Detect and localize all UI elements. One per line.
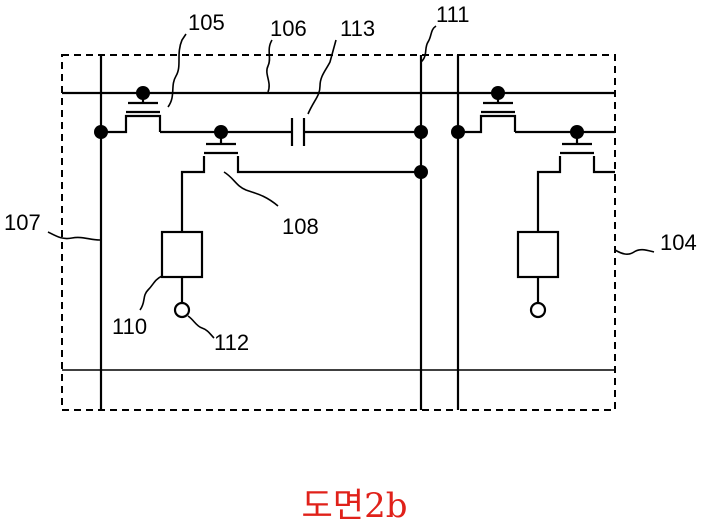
node-capacitor-power bbox=[414, 125, 428, 139]
label-104: 104 bbox=[660, 230, 697, 255]
node-source-right bbox=[451, 125, 465, 139]
pixel-region-left bbox=[62, 55, 458, 410]
node-source-left bbox=[94, 125, 108, 139]
label-113: 113 bbox=[340, 16, 375, 41]
el-element-right bbox=[518, 232, 558, 277]
switching-tft-right bbox=[458, 93, 615, 132]
label-105: 105 bbox=[188, 10, 225, 35]
capacitor-113 bbox=[292, 118, 304, 146]
driving-tft-right bbox=[538, 132, 615, 232]
leader-107 bbox=[48, 232, 100, 240]
label-111: 111 bbox=[436, 2, 469, 27]
label-108: 108 bbox=[282, 214, 319, 239]
leader-111 bbox=[421, 26, 436, 62]
node-drain-power bbox=[414, 165, 428, 179]
switching-tft-105 bbox=[101, 93, 160, 132]
figure-caption: 도면2b bbox=[0, 478, 709, 527]
leader-106 bbox=[267, 40, 272, 92]
label-106: 106 bbox=[270, 16, 307, 41]
leader-108 bbox=[224, 172, 278, 206]
leader-113 bbox=[308, 40, 336, 114]
leader-110 bbox=[140, 276, 162, 310]
label-107: 107 bbox=[4, 210, 41, 235]
label-112: 112 bbox=[214, 330, 249, 355]
terminal-112 bbox=[175, 303, 189, 317]
label-110: 110 bbox=[112, 314, 147, 339]
leader-105 bbox=[168, 34, 186, 107]
el-element-110 bbox=[162, 232, 202, 277]
leader-112 bbox=[188, 316, 214, 338]
terminal-right bbox=[531, 303, 545, 317]
node-gate-105 bbox=[136, 86, 150, 100]
leader-104 bbox=[615, 250, 654, 254]
